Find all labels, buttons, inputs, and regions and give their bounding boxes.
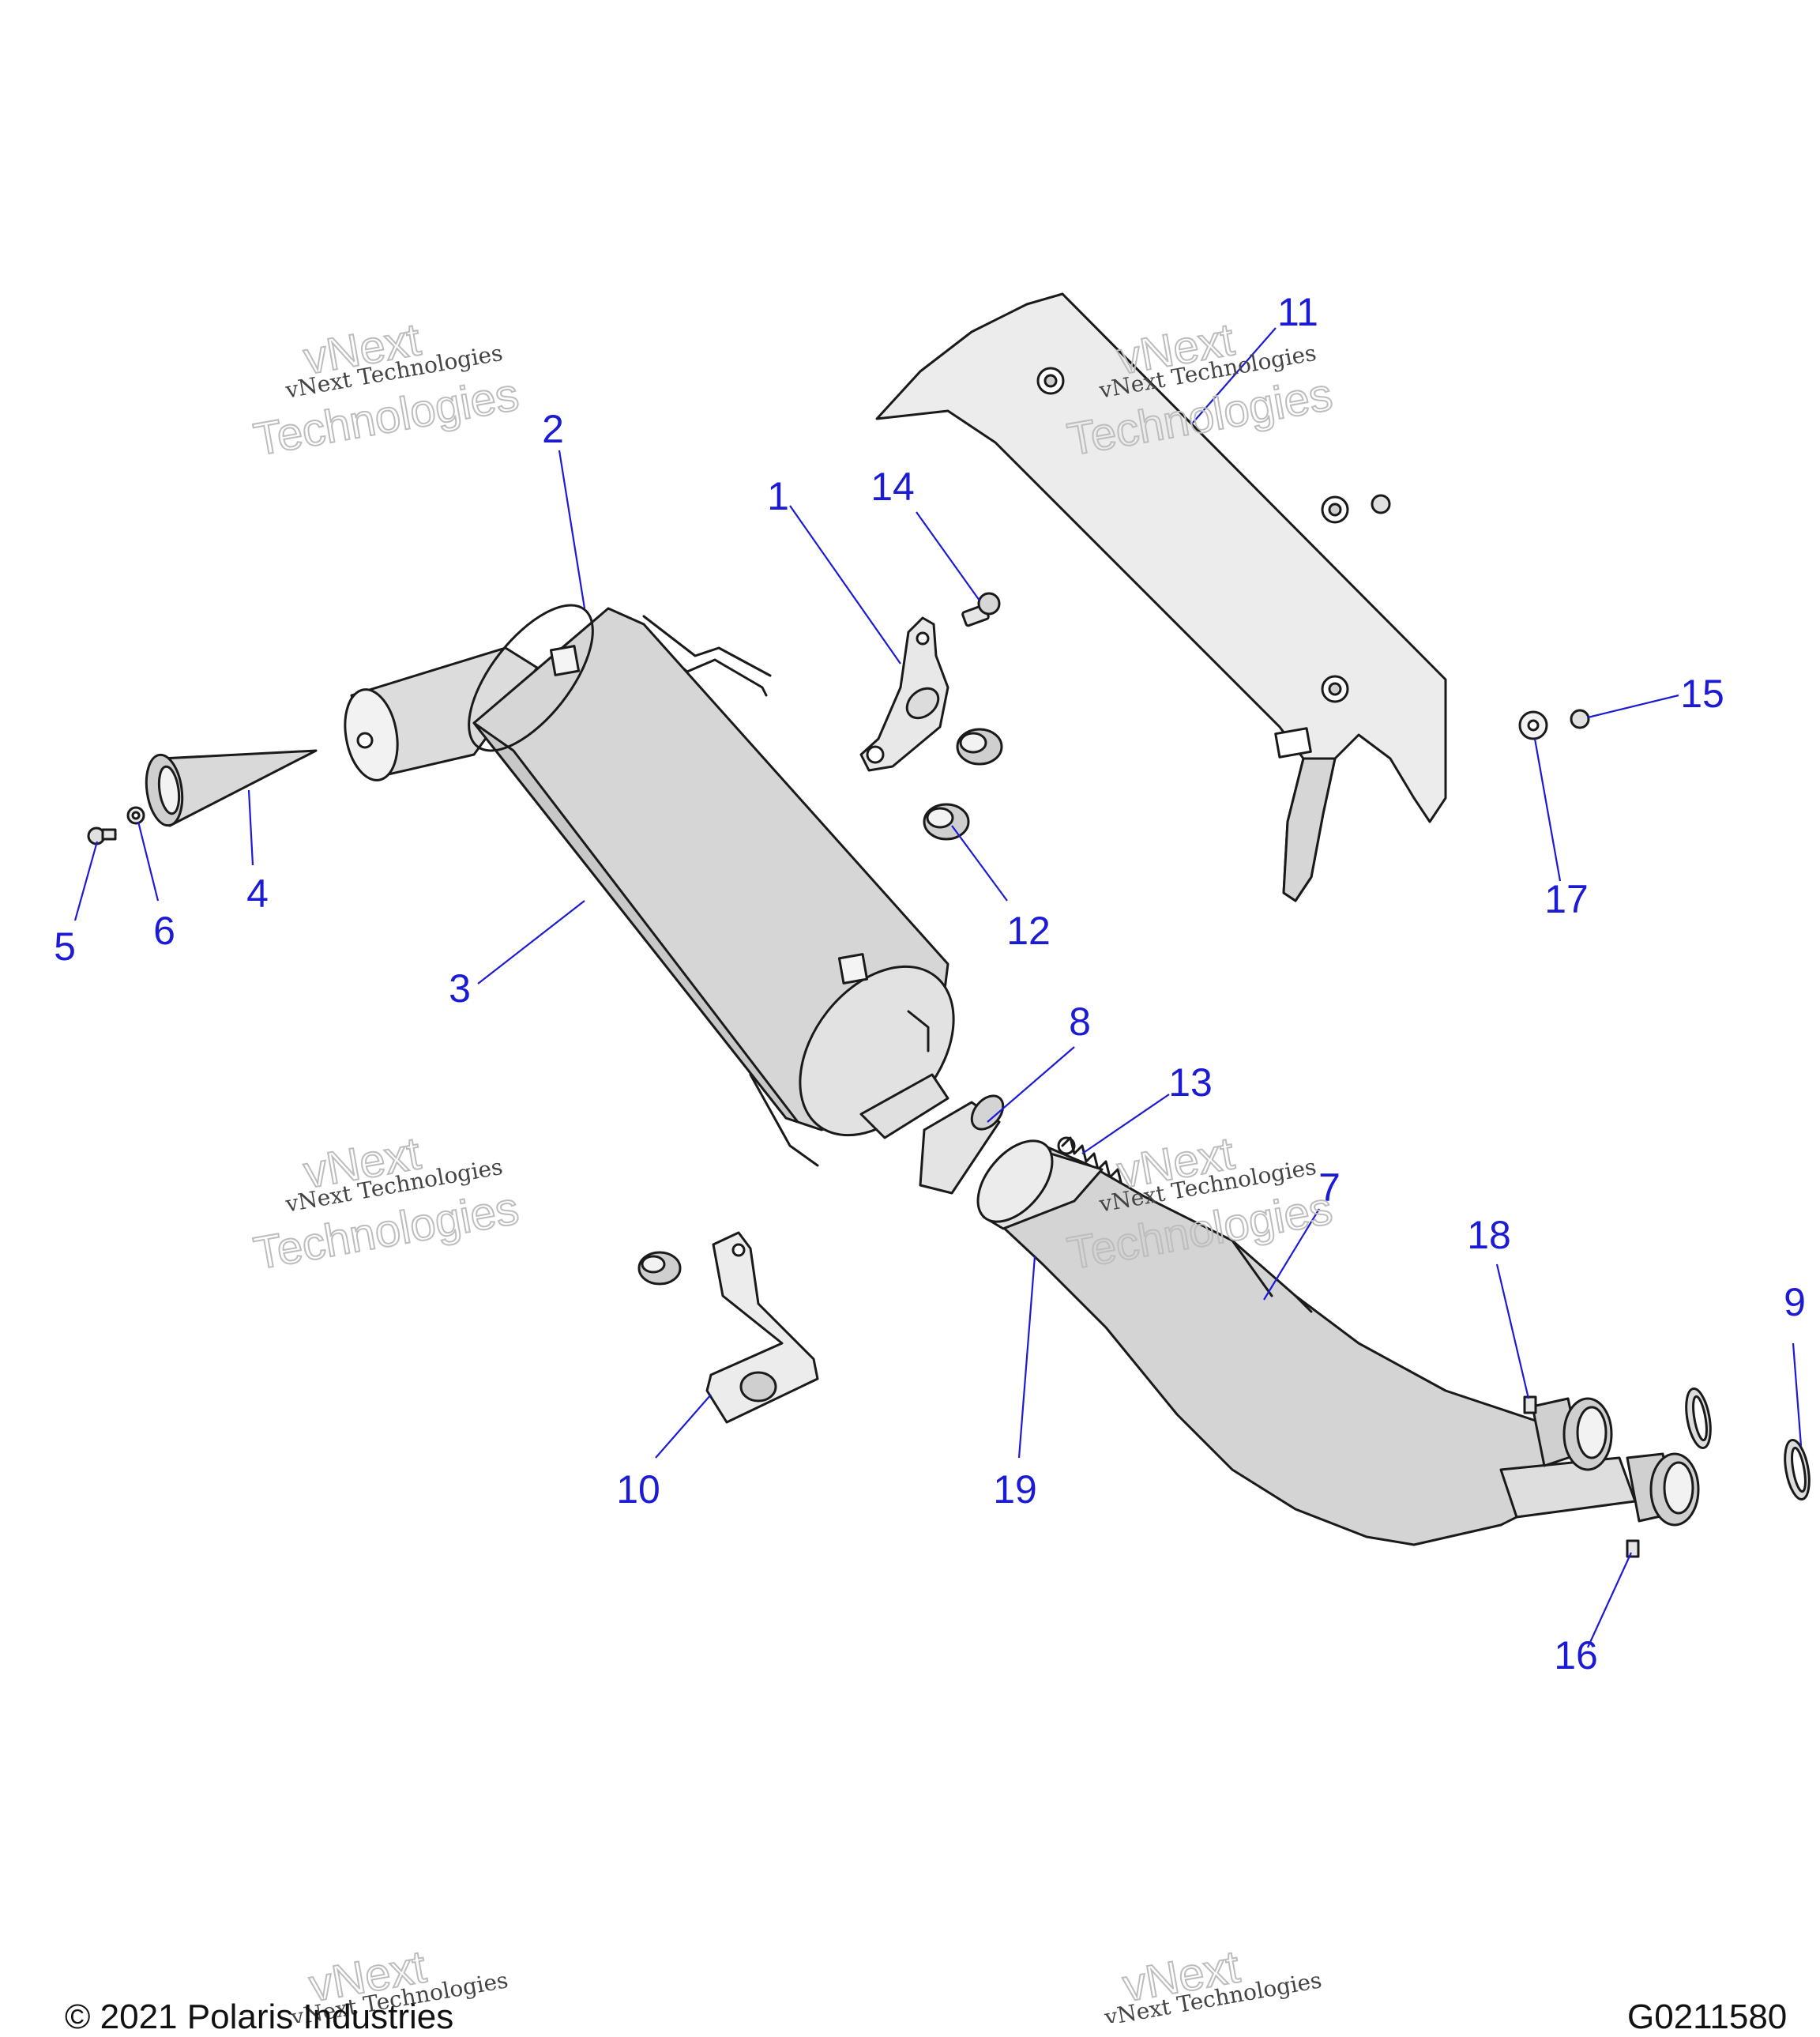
gasket-9-lower — [1784, 1438, 1811, 1501]
watermark-bottom-right: vNext vNext Technologies — [1102, 1940, 1324, 2023]
callout-4: 4 — [246, 872, 269, 916]
washer-6 — [126, 806, 145, 825]
callout-6: 6 — [153, 909, 175, 953]
heat-shield — [875, 292, 1447, 902]
callout-18: 18 — [1467, 1213, 1511, 1257]
watermark-middle-right: vNext vNext Technologies Technologies — [1063, 1127, 1337, 1280]
lower-grommet — [637, 1251, 682, 1286]
callout-8: 8 — [1069, 1000, 1091, 1044]
callout-numbers: 1 2 3 4 5 6 7 8 9 10 11 12 13 14 15 16 1… — [54, 290, 1806, 1677]
figure-id: G0211580 — [1627, 1997, 1788, 2036]
grommet-12-lower — [923, 803, 970, 841]
callout-9: 9 — [1784, 1280, 1806, 1324]
callout-10: 10 — [616, 1467, 660, 1512]
callout-12: 12 — [1006, 909, 1051, 953]
washer-17 — [1518, 710, 1548, 740]
callout-16: 16 — [1554, 1633, 1598, 1677]
spring — [1057, 1136, 1123, 1187]
muffler-bracket — [859, 616, 949, 772]
callout-14: 14 — [871, 465, 915, 509]
callout-7: 7 — [1318, 1165, 1341, 1210]
lower-bracket — [705, 1231, 819, 1424]
callout-2: 2 — [542, 407, 564, 451]
callout-13: 13 — [1168, 1060, 1213, 1105]
callout-3: 3 — [449, 966, 471, 1011]
gasket-9-upper — [1685, 1387, 1712, 1450]
callout-5: 5 — [54, 924, 76, 969]
muffler — [344, 604, 955, 1167]
callout-1: 1 — [767, 474, 789, 518]
copyright-notice: © 2021 Polaris Industries — [65, 1997, 454, 2036]
hex-nut-15 — [1570, 709, 1590, 729]
gasket-sleeve — [919, 1094, 1005, 1195]
callout-15: 15 — [1680, 672, 1724, 716]
leader-lines — [73, 327, 1803, 1648]
callout-19: 19 — [993, 1467, 1037, 1512]
spark-arrestor — [145, 749, 318, 827]
grommet-12-upper — [956, 728, 1003, 766]
bolt-14 — [961, 592, 1001, 627]
head-pipe — [976, 1139, 1700, 1558]
bolt-5 — [87, 826, 117, 845]
watermark-top-left: vNext vNext Technologies Technologies — [250, 313, 524, 466]
callout-17: 17 — [1544, 877, 1589, 921]
watermark-middle-left: vNext vNext Technologies Technologies — [250, 1127, 524, 1280]
callout-11: 11 — [1277, 290, 1318, 334]
